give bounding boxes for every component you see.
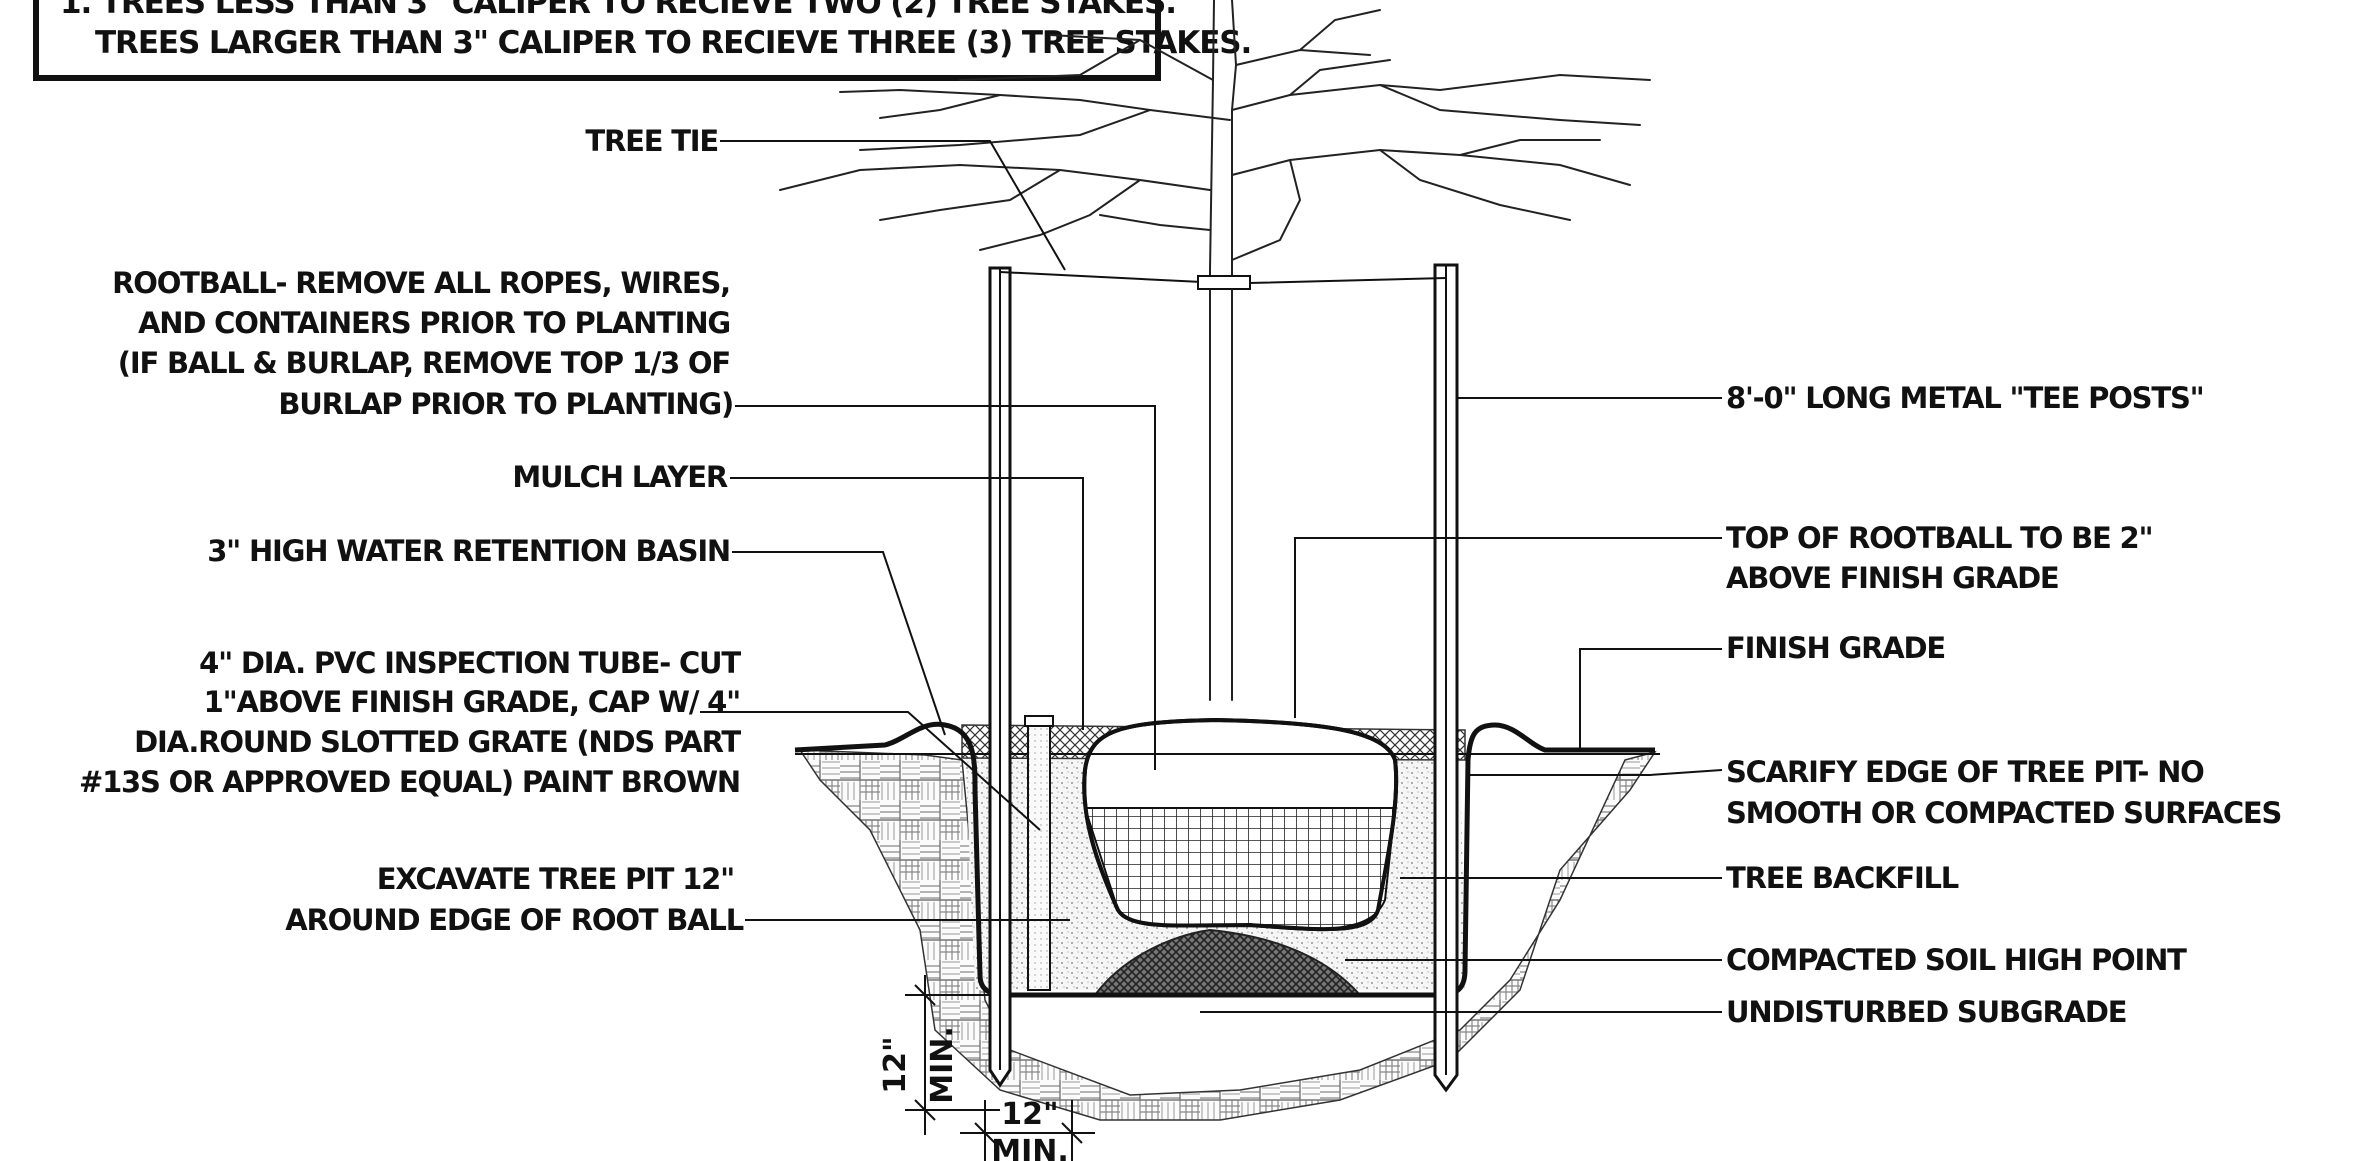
label-top-of-rootball-line-2: ABOVE FINISH GRADE <box>1726 561 2059 595</box>
label-water-retention-basin: 3" HIGH WATER RETENTION BASIN <box>207 534 730 568</box>
label-pvc-line-2: 1"ABOVE FINISH GRADE, CAP W/ 4" <box>204 685 740 719</box>
tree-tie-wire <box>999 271 1447 290</box>
dimension-horizontal: 12" MIN. <box>960 1097 1095 1161</box>
left-callouts: TREE TIE ROOTBALL- REMOVE ALL ROPES, WIR… <box>79 124 745 937</box>
tee-post-right <box>1433 263 1459 1093</box>
label-rootball-line-1: ROOTBALL- REMOVE ALL ROPES, WIRES, <box>112 266 730 300</box>
label-rootball-line-2: AND CONTAINERS PRIOR TO PLANTING <box>138 306 730 340</box>
label-mulch-layer: MULCH LAYER <box>512 460 727 494</box>
leader-lines <box>700 140 1723 1013</box>
right-callouts: 8'-0" LONG METAL "TEE POSTS" TOP OF ROOT… <box>1726 381 2282 1029</box>
label-undisturbed-subgrade: UNDISTURBED SUBGRADE <box>1726 995 2126 1029</box>
tee-post-left <box>988 266 1012 1088</box>
label-tree-backfill: TREE BACKFILL <box>1726 861 1959 895</box>
compacted-soil-high-point <box>1092 928 1363 996</box>
dimension-horizontal-unit: MIN. <box>991 1134 1069 1161</box>
dimension-vertical-value: 12" <box>878 1036 913 1093</box>
label-scarify-line-1: SCARIFY EDGE OF TREE PIT- NO <box>1726 755 2204 789</box>
label-pvc-line-4: #13S OR APPROVED EQUAL) PAINT BROWN <box>79 765 740 799</box>
label-top-of-rootball-line-1: TOP OF ROOTBALL TO BE 2" <box>1726 521 2152 555</box>
pvc-inspection-tube <box>1024 715 1054 991</box>
label-pvc-line-1: 4" DIA. PVC INSPECTION TUBE- CUT <box>199 646 741 680</box>
label-rootball-line-4: BURLAP PRIOR TO PLANTING) <box>278 387 733 421</box>
rootball <box>1082 717 1399 932</box>
label-compacted-soil: COMPACTED SOIL HIGH POINT <box>1726 943 2187 977</box>
note-line-1: 1. TREES LESS THAN 3" CALIPER TO RECIEVE… <box>60 0 1176 21</box>
undisturbed-subgrade <box>798 749 1657 1121</box>
label-rootball-line-3: (IF BALL & BURLAP, REMOVE TOP 1/3 OF <box>118 346 730 380</box>
label-scarify-line-2: SMOOTH OR COMPACTED SURFACES <box>1726 796 2281 830</box>
label-excavate-line-2: AROUND EDGE OF ROOT BALL <box>285 903 744 937</box>
label-excavate-line-1: EXCAVATE TREE PIT 12" <box>377 862 734 896</box>
label-tee-posts: 8'-0" LONG METAL "TEE POSTS" <box>1726 381 2204 415</box>
label-finish-grade: FINISH GRADE <box>1726 631 1945 665</box>
tree-canopy <box>779 0 1651 701</box>
note-box: 1. TREES LESS THAN 3" CALIPER TO RECIEVE… <box>33 0 1252 81</box>
dimension-vertical-unit: MIN. <box>925 1026 960 1104</box>
note-line-2: TREES LARGER THAN 3" CALIPER TO RECIEVE … <box>95 25 1251 61</box>
dimension-horizontal-value: 12" <box>1001 1097 1058 1132</box>
label-tree-tie: TREE TIE <box>585 124 718 158</box>
label-pvc-line-3: DIA.ROUND SLOTTED GRATE (NDS PART <box>134 725 741 759</box>
